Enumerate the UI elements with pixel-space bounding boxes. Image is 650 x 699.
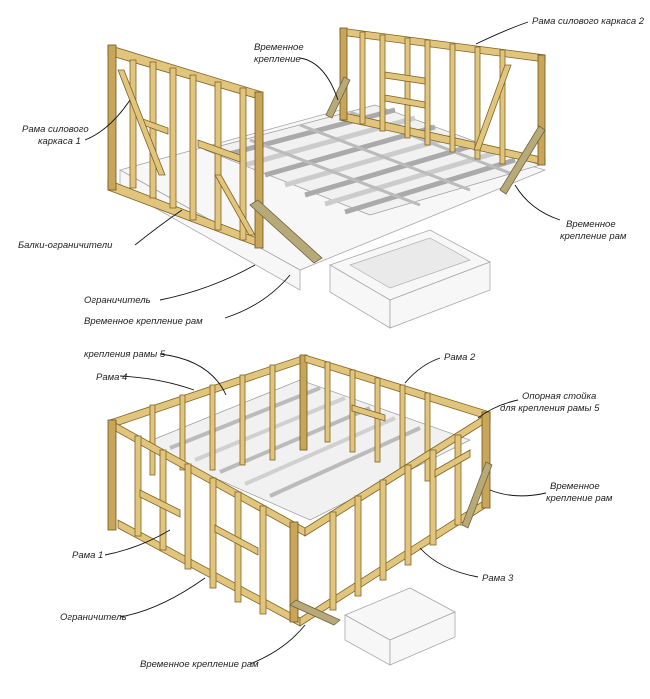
top-temp-brace-frame1 <box>249 199 323 264</box>
label-temp-frame-right-bottom-2: крепление рам <box>546 493 613 504</box>
label-temp-frame-bottom-top: Временное крепление рам <box>84 316 203 327</box>
bottom-temp-brace-right <box>461 461 493 529</box>
bottom-illustration <box>107 354 493 666</box>
leader-lines <box>84 21 561 665</box>
label-frame1-top-1: Рама силового <box>22 124 89 135</box>
labels-top: Рама силового каркаса 2 Временное крепле… <box>18 16 645 327</box>
top-illustration <box>107 27 547 329</box>
label-frame3-bottom: Рама 3 <box>482 573 514 584</box>
labels-bottom: крепления рамы 5 Рама 4 Рама 2 Опорная с… <box>60 349 613 670</box>
bottom-frame-4 <box>109 354 308 476</box>
top-temp-brace-frame2-left <box>325 76 351 119</box>
bottom-foundation-box <box>344 587 456 666</box>
top-floor-joists <box>203 104 542 216</box>
label-temp-mount-top-1: Временное <box>254 42 304 53</box>
label-limiter-beams: Балки-ограничители <box>18 240 113 251</box>
bottom-frame-2 <box>304 354 491 482</box>
top-temp-brace-frame2-right <box>499 125 546 195</box>
label-frame5-mount: крепления рамы 5 <box>84 349 166 360</box>
label-support-post-1: Опорная стойка <box>522 391 596 402</box>
label-frame1-top-2: каркаса 1 <box>38 136 81 147</box>
label-limiter-top: Ограничитель <box>84 295 151 306</box>
label-temp-mount-top-2: крепление <box>254 54 301 65</box>
label-frame2-top: Рама силового каркаса 2 <box>532 16 645 27</box>
top-foundation-box <box>329 229 491 329</box>
label-frame2-bottom: Рама 2 <box>444 352 476 363</box>
label-support-post-2: для крепления рамы 5 <box>500 403 600 414</box>
bottom-frame-1 <box>107 419 306 627</box>
label-temp-frame-bottom-bottom: Временное крепление рам <box>140 659 259 670</box>
label-limiter-bottom: Ограничитель <box>60 612 127 623</box>
bottom-temp-brace-front <box>289 599 341 626</box>
top-frame-1 <box>107 44 264 249</box>
top-frame-2 <box>339 27 546 166</box>
label-temp-frame-right-top-1: Временное <box>566 219 616 230</box>
label-frame4: Рама 4 <box>96 372 127 383</box>
label-temp-frame-right-top-2: крепление рам <box>560 231 627 242</box>
bottom-frame-3 <box>299 411 491 627</box>
label-frame1-bottom: Рама 1 <box>72 550 103 561</box>
label-temp-frame-right-bottom-1: Временное <box>550 481 600 492</box>
